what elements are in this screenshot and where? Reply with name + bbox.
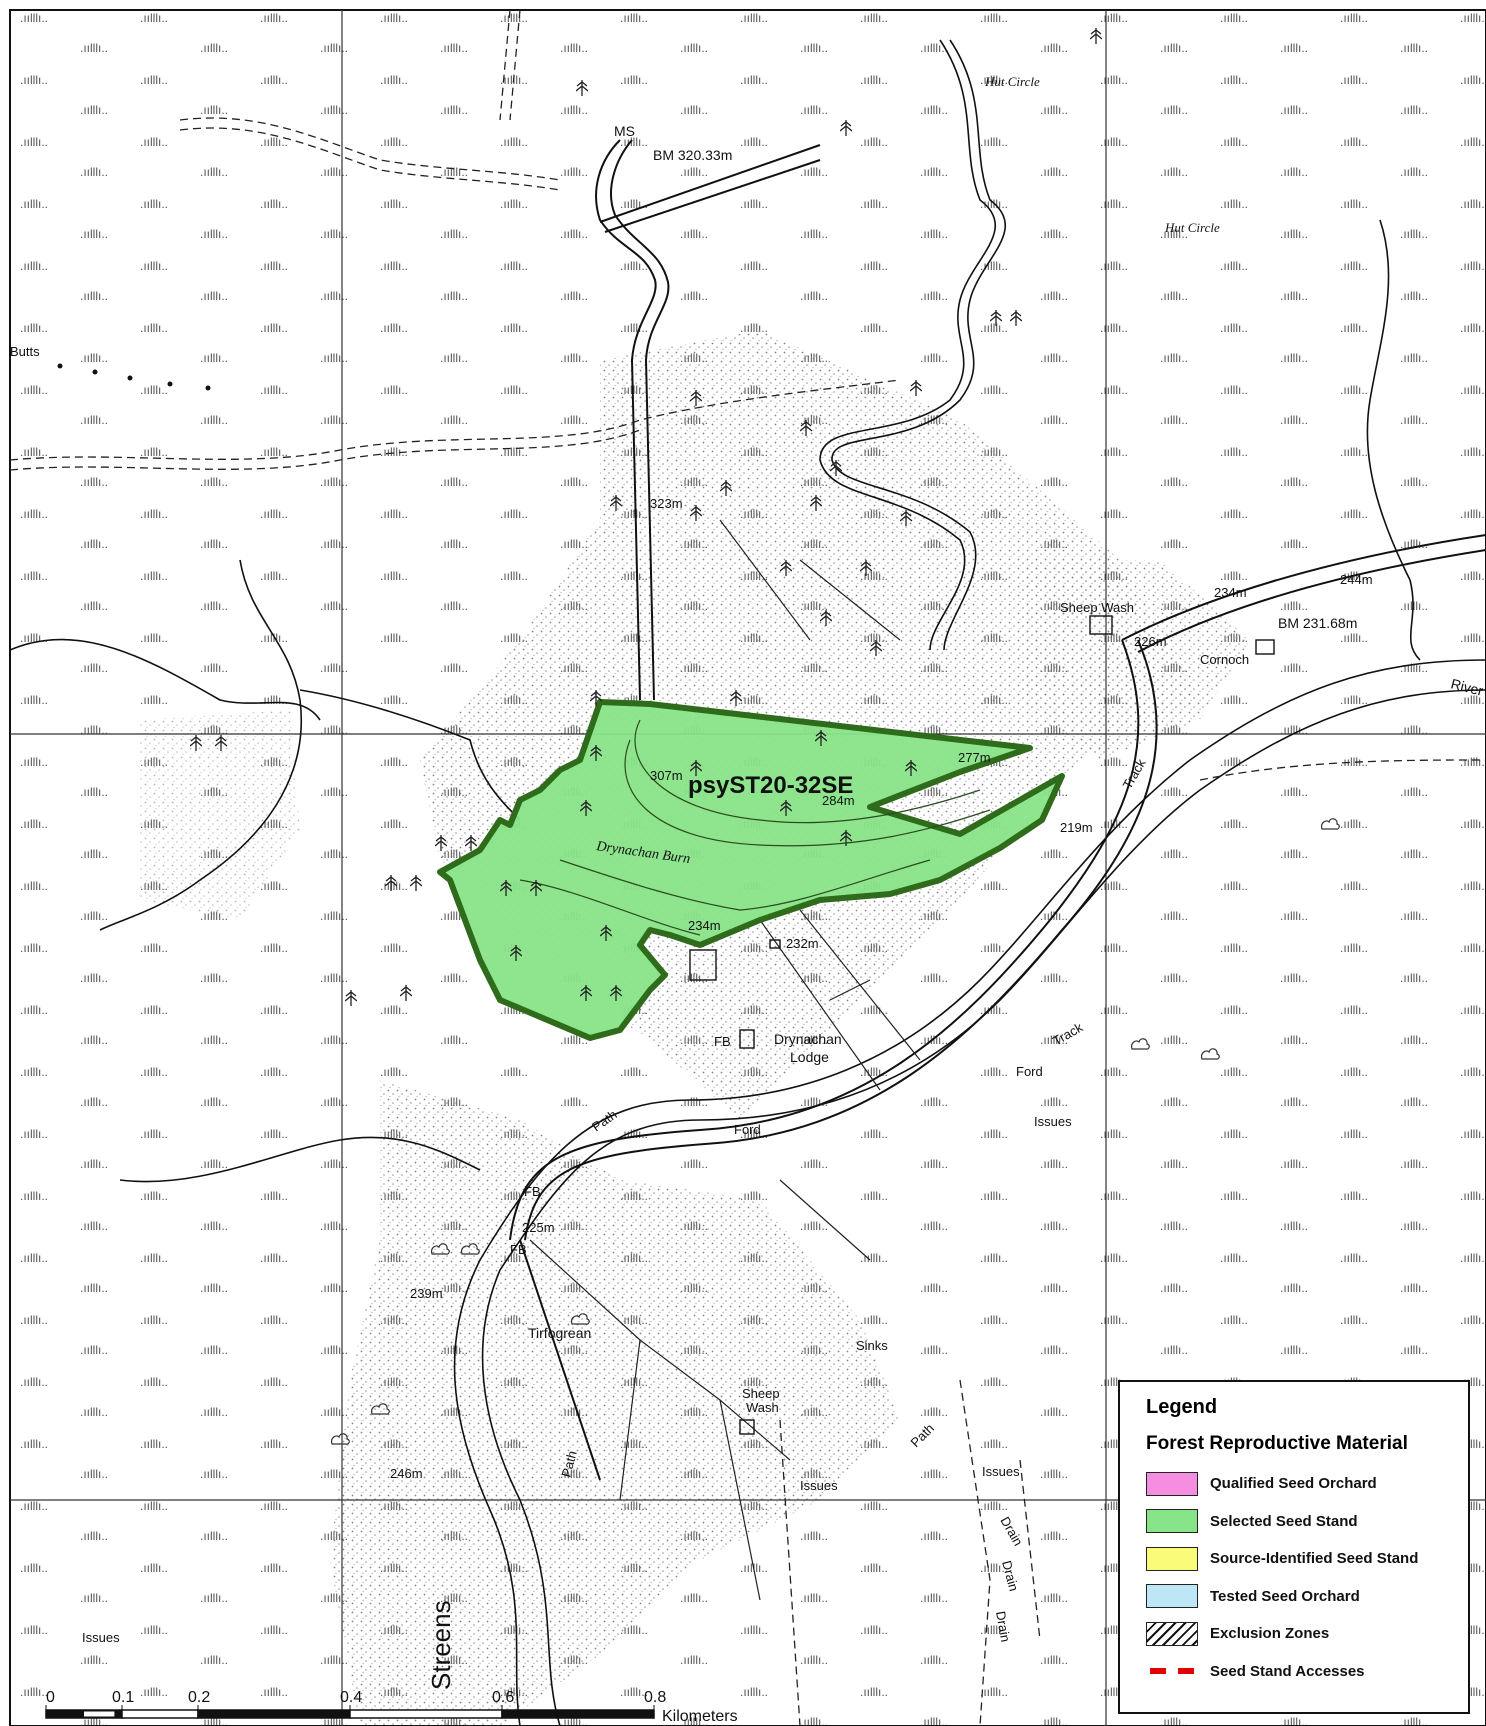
scale-bar-segment — [121, 1709, 199, 1719]
label-fb-west-2: FB — [510, 1242, 527, 1257]
legend-swatch-tested — [1146, 1584, 1198, 1609]
label-bm-east: BM 231.68m — [1278, 615, 1357, 631]
label-spot-234-south: 234m — [688, 918, 721, 933]
legend-swatch-qualified — [1146, 1471, 1198, 1496]
legend-swatch-hatch — [1146, 1621, 1198, 1646]
label-fb-west-1: FB — [524, 1184, 541, 1199]
label-sinks: Sinks — [856, 1338, 888, 1353]
label-drynachan-lodge-2: Lodge — [790, 1049, 829, 1065]
label-cornoch: Cornoch — [1200, 652, 1249, 667]
label-tirfogrean: Tirfogrean — [528, 1325, 591, 1341]
legend-label: Selected Seed Stand — [1210, 1512, 1358, 1530]
label-spot-225: 225m — [522, 1220, 555, 1235]
roads — [509, 139, 1486, 1481]
label-sheep-wash-north: Sheep Wash — [1060, 600, 1134, 615]
legend-swatch-selected — [1146, 1509, 1198, 1534]
label-spot-307: 307m — [650, 768, 683, 783]
label-spot-234-east: 234m — [1214, 585, 1247, 600]
legend-swatch-dash — [1146, 1659, 1198, 1683]
scale-bar-ticks: 0 0.1 0.2 0.4 0.6 0.8 — [45, 1689, 666, 1710]
legend: Legend Forest Reproductive Material Qual… — [1118, 1380, 1470, 1714]
scale-bar-tick-label: 0.4 — [340, 1689, 362, 1706]
legend-item-tested-seed-orchard: Tested Seed Orchard — [1146, 1578, 1442, 1616]
legend-label: Exclusion Zones — [1210, 1625, 1330, 1643]
scale-bar-unit: Kilometers — [662, 1708, 738, 1725]
legend-swatch-source-identified — [1146, 1546, 1198, 1571]
legend-item-qualified-seed-orchard: Qualified Seed Orchard — [1146, 1465, 1442, 1503]
label-issues-southeast: Issues — [982, 1464, 1020, 1479]
label-butts: Butts — [10, 344, 40, 359]
scale-bar-segment — [349, 1709, 503, 1719]
scale-bar: 0 0.1 0.2 0.4 0.6 0.8 Kilometers — [45, 1689, 738, 1725]
seed-stand-label: psyST20-32SE — [688, 772, 853, 799]
label-sheep-wash-south-1: Sheep — [742, 1386, 780, 1401]
seed-stand-polygon[interactable] — [437, 699, 1065, 1041]
legend-label: Tested Seed Orchard — [1210, 1587, 1360, 1605]
legend-label: Seed Stand Accesses — [1210, 1662, 1365, 1680]
label-spot-219: 219m — [1060, 820, 1093, 835]
label-streens: Streens — [426, 1600, 456, 1690]
label-fb-lodge: FB — [714, 1034, 731, 1049]
label-ms: MS — [614, 123, 635, 139]
legend-label: Qualified Seed Orchard — [1210, 1475, 1377, 1493]
label-hut-circle-north: Hut Circle — [984, 74, 1040, 89]
label-spot-284: 284m — [822, 793, 855, 808]
label-ford-centre: Ford — [734, 1122, 761, 1137]
rivers — [9, 39, 1486, 1726]
scale-bar-tick-label: 0.6 — [492, 1689, 514, 1706]
legend-label: Source-Identified Seed Stand — [1210, 1550, 1419, 1568]
label-spot-239: 239m — [410, 1286, 443, 1301]
label-issues-east: Issues — [1034, 1114, 1072, 1129]
legend-item-exclusion-zones: Exclusion Zones — [1146, 1615, 1442, 1653]
label-spot-226: 226m — [1134, 634, 1167, 649]
label-river: River — [1449, 675, 1485, 699]
label-drain-3: Drain — [993, 1610, 1013, 1643]
legend-title: Legend — [1146, 1396, 1218, 1418]
scale-bar-tick-label: 0.1 — [112, 1689, 134, 1706]
label-issues-southwest: Issues — [82, 1630, 120, 1645]
label-drynachan-lodge-1: Drynachan — [774, 1031, 842, 1047]
scale-bar-segment — [501, 1709, 655, 1719]
buildings — [689, 615, 1275, 1435]
label-spot-232: 232m — [786, 936, 819, 951]
label-hut-circle-east: Hut Circle — [1164, 220, 1220, 235]
scale-bar-tick-label: 0.2 — [188, 1689, 210, 1706]
label-spot-277: 277m — [958, 750, 991, 765]
scale-bar-tick-label: 0 — [46, 1689, 55, 1706]
legend-item-selected-seed-stand: Selected Seed Stand — [1146, 1503, 1442, 1541]
label-spot-323: 323m — [650, 496, 683, 511]
label-sheep-wash-south-2: Wash — [746, 1400, 779, 1415]
legend-item-source-identified: Source-Identified Seed Stand — [1146, 1540, 1442, 1578]
legend-item-seed-stand-accesses: Seed Stand Accesses — [1146, 1653, 1442, 1691]
label-ford-east: Ford — [1016, 1064, 1043, 1079]
scale-bar-segments — [45, 1709, 655, 1719]
scale-bar-segment — [197, 1709, 351, 1719]
butts-dots — [57, 363, 211, 391]
label-issues-south: Issues — [800, 1478, 838, 1493]
legend-subtitle: Forest Reproductive Material — [1146, 1433, 1408, 1454]
label-bm-north: BM 320.33m — [653, 147, 732, 163]
label-spot-246: 246m — [390, 1466, 423, 1481]
contours — [519, 719, 991, 936]
label-spot-244: 244m — [1340, 572, 1373, 587]
boundaries — [9, 9, 1486, 1726]
scale-bar-subsegment — [84, 1711, 115, 1717]
label-path-south: Path — [558, 1449, 579, 1479]
scale-bar-tick-label: 0.8 — [644, 1689, 666, 1706]
